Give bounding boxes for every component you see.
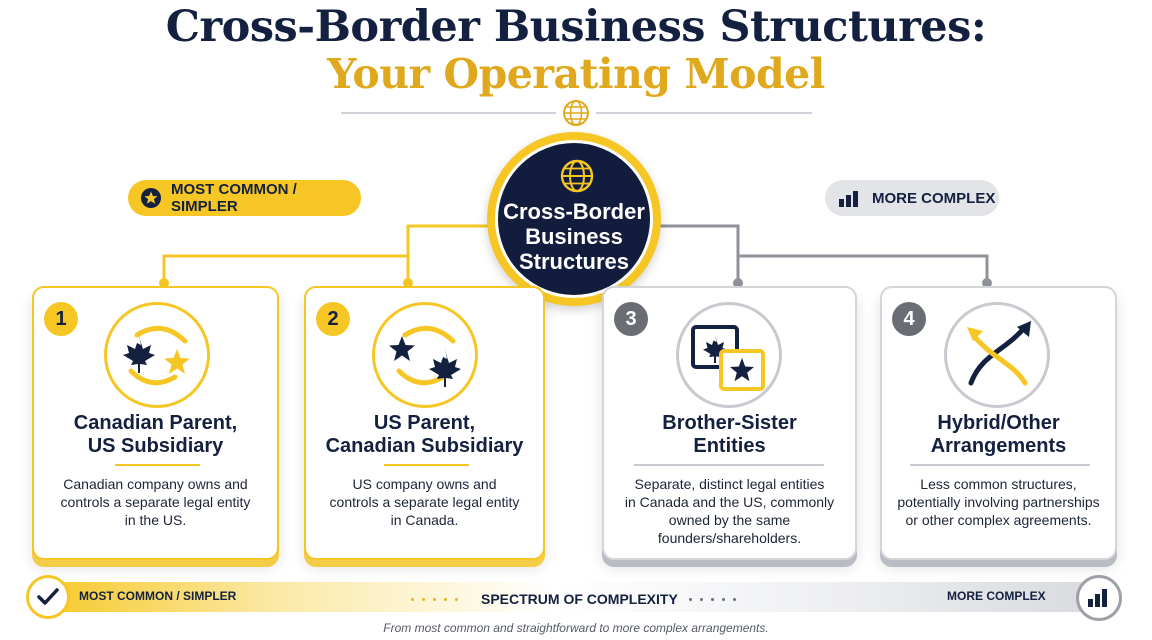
crossing-arrows-icon (967, 321, 1031, 386)
structure-card-4: 4 Hybrid/Other Arrangements Less common … (880, 286, 1117, 560)
spectrum-title: SPECTRUM OF COMPLEXITY (481, 591, 678, 607)
checkmark-icon (26, 575, 70, 619)
more-complex-label: MORE COMPLEX (872, 189, 996, 207)
card-description: Canadian company owns and controls a sep… (60, 476, 251, 528)
globe-icon (563, 100, 589, 126)
bar-chart-icon (839, 189, 863, 207)
card-number: 4 (892, 302, 926, 336)
spectrum-dots-left (411, 598, 458, 601)
spectrum-left-label: MOST COMMON / SIMPLER (79, 589, 237, 603)
most-common-legend: MOST COMMON / SIMPLER (128, 180, 361, 216)
structure-card-3: 3 Brother-Sister Entities Separate, dist… (602, 286, 857, 560)
complexity-spectrum-bar (40, 582, 1112, 612)
card-description: US company owns and controls a separate … (329, 476, 520, 528)
spectrum-right-label: MORE COMPLEX (947, 589, 1046, 603)
icon-badge (372, 302, 478, 408)
spectrum-dots-right (689, 598, 736, 601)
card-title: Canadian Parent, US Subsidiary (73, 412, 238, 457)
bar-chart-icon (1076, 575, 1122, 621)
linked-entities-icon (691, 325, 765, 391)
card-title: Hybrid/Other Arrangements (930, 412, 1067, 457)
central-hub: Cross-Border Business Structures (487, 132, 661, 306)
most-common-label: MOST COMMON / SIMPLER (171, 181, 297, 215)
card-title: Brother-Sister Entities (662, 412, 797, 457)
card-description: Separate, distinct legal entities in Can… (624, 476, 835, 546)
star-icon (140, 187, 162, 209)
page-title: Cross-Border Business Structures: (165, 2, 987, 52)
page-subtitle: Your Operating Model (327, 50, 825, 98)
title-divider-left (341, 112, 556, 114)
card-title: US Parent, Canadian Subsidiary (325, 412, 524, 457)
icon-badge (944, 302, 1050, 408)
star-to-maple-leaf-icon (389, 325, 461, 387)
maple-leaf-to-star-icon (123, 325, 190, 386)
card-number: 3 (614, 302, 648, 336)
card-divider (910, 464, 1090, 466)
more-complex-legend: MORE COMPLEX (825, 180, 999, 216)
icon-badge (104, 302, 210, 408)
globe-icon (560, 159, 594, 193)
spectrum-caption: From most common and straightforward to … (383, 621, 769, 635)
card-description: Less common structures, potentially invo… (897, 476, 1100, 528)
card-number: 2 (316, 302, 350, 336)
title-divider-right (596, 112, 812, 114)
hub-label: Cross-Border Business Structures (503, 199, 645, 274)
card-divider (634, 464, 824, 466)
structure-card-1: 1 Canadian Parent, US Subsidiary Canadia… (32, 286, 279, 560)
card-number: 1 (44, 302, 78, 336)
icon-badge (676, 302, 782, 408)
structure-card-2: 2 US Parent, Canadian Subsidiary US comp… (304, 286, 545, 560)
card-divider (384, 464, 469, 466)
card-divider (115, 464, 200, 466)
